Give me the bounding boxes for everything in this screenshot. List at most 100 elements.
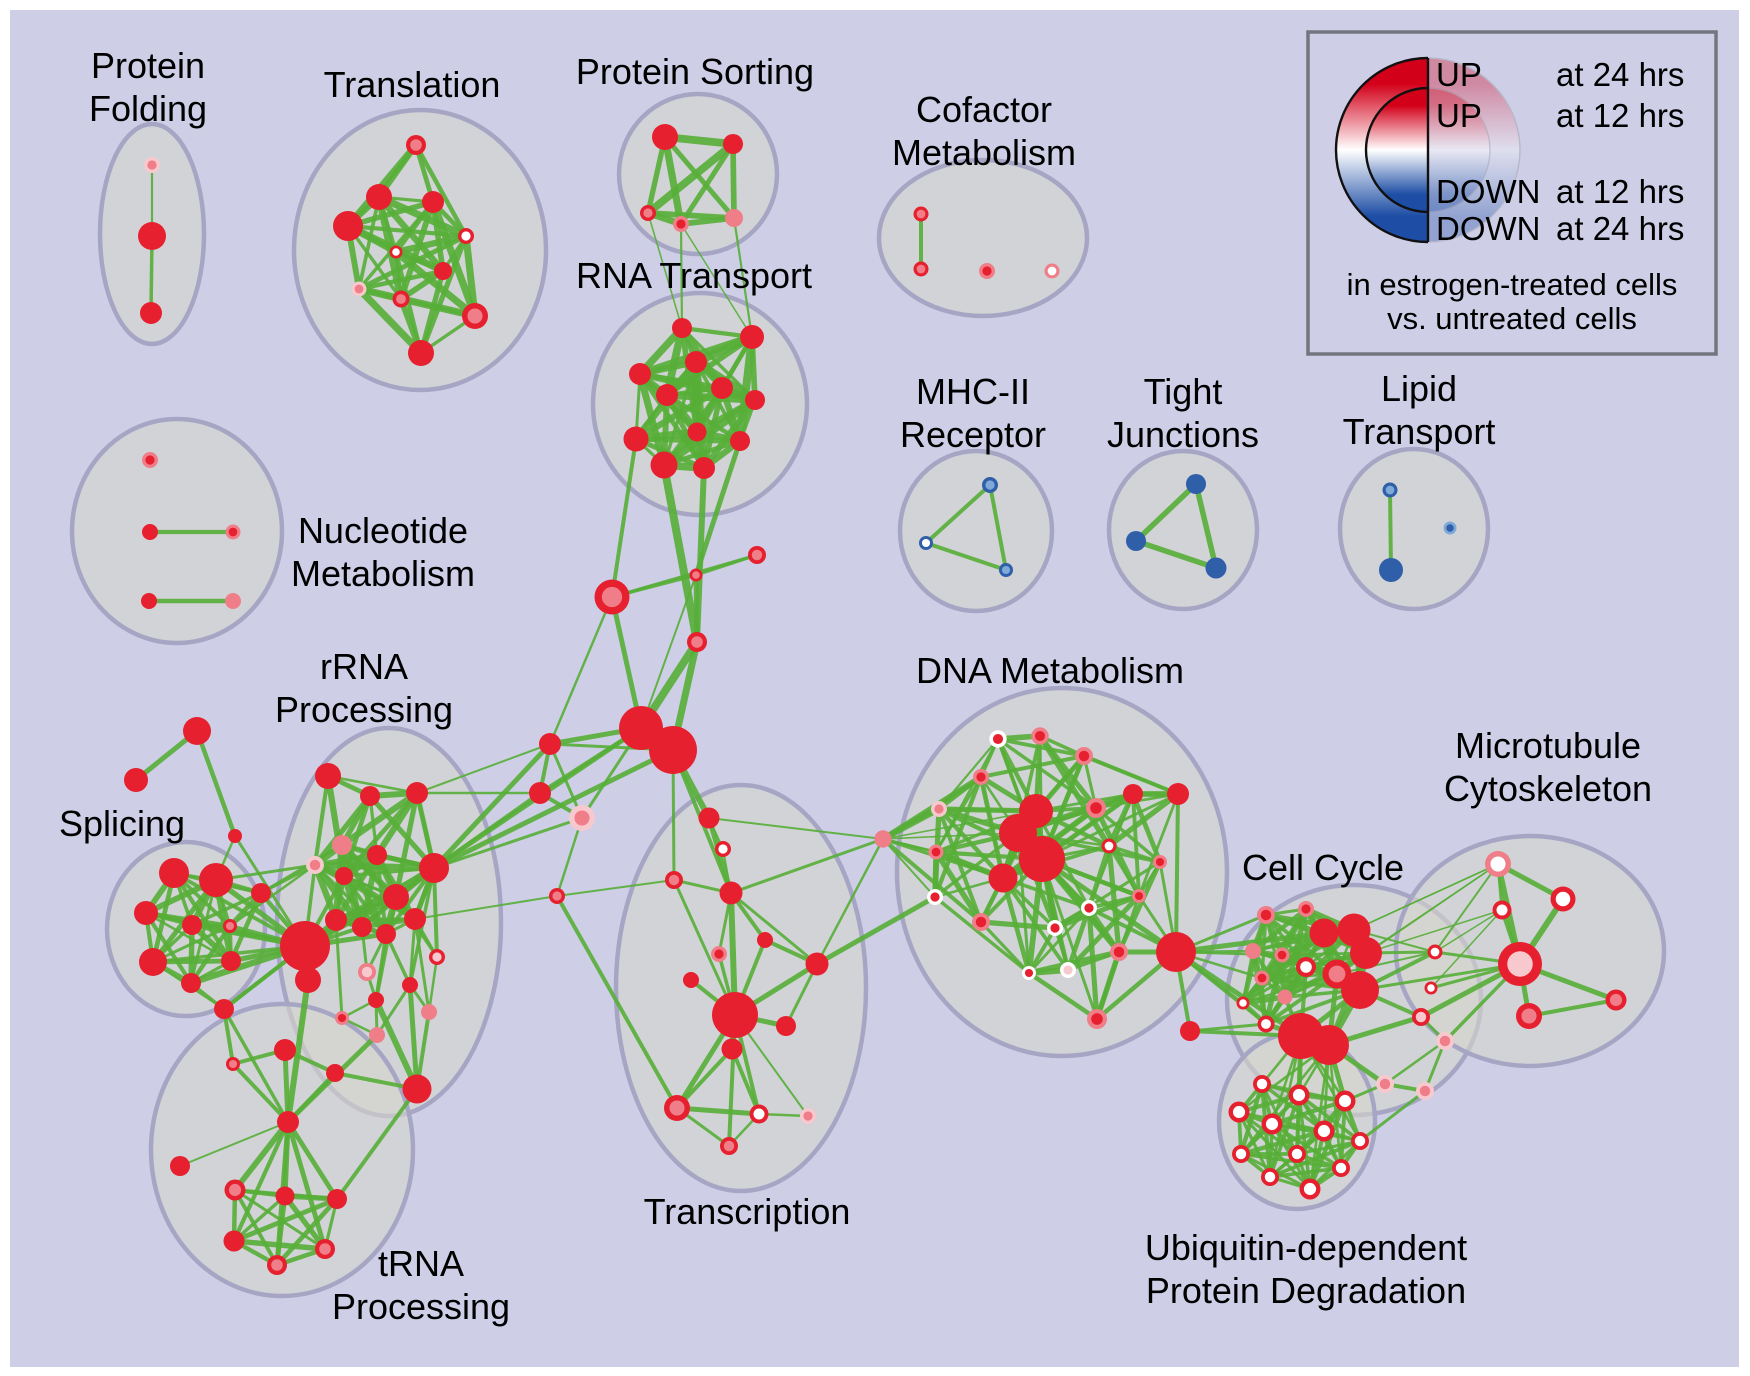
node [720,1137,738,1155]
cluster-label-transcription: Transcription [644,1191,851,1232]
edge [882,832,1019,840]
node [629,363,651,385]
node-core [1555,891,1571,907]
edge [355,285,425,357]
node-core [1256,1078,1268,1090]
node [389,245,403,259]
node-ring [421,1004,437,1020]
edge [1188,1022,1268,1033]
edge [708,817,884,840]
edge [736,333,756,445]
node-ring [369,1027,385,1043]
edge [274,1196,340,1268]
legend-time-0: at 24 hrs [1556,56,1684,93]
node-core [1521,1008,1537,1024]
edge [312,793,373,868]
edge [1336,951,1436,975]
node [1299,1178,1321,1200]
edge [610,437,638,599]
node-core [432,952,442,962]
node-ring [181,973,201,993]
node-ring [805,952,829,976]
node-core [1264,1171,1276,1183]
node-core [714,949,724,959]
node [539,733,561,755]
legend-note: vs. untreated cells [1387,301,1637,336]
node-core [271,1259,283,1271]
node [1550,886,1576,912]
edge [1327,1043,1343,1170]
edge [416,743,551,794]
edge [231,1062,290,1124]
cluster-label-translation: Translation [324,64,501,105]
edge [680,223,753,338]
edge [418,268,446,356]
node-ring [182,915,202,935]
node [1153,855,1167,869]
node-core [931,847,941,857]
cluster-label-ubiquitin-degradation: Protein Degradation [1146,1270,1466,1311]
node-ring [406,782,428,804]
node [1427,944,1443,960]
node-core [975,916,987,928]
edge [431,741,553,871]
node-core [228,527,238,537]
cluster-label-rrna-processing: rRNA [320,646,408,687]
edge [1066,950,1121,972]
node-core [691,636,703,648]
cluster-label-rna-transport: RNA Transport [576,255,812,296]
edge [334,918,344,1020]
edge [232,1194,287,1243]
node-core [1419,1085,1431,1097]
edge [1193,481,1219,571]
node [335,867,353,885]
node [685,351,707,373]
node-ring [683,972,699,988]
edge [407,982,420,1092]
edge [333,852,380,923]
node [1436,1032,1454,1050]
node [719,881,743,905]
node [665,871,683,889]
node [1245,943,1261,959]
node [805,952,829,976]
node-ring [360,786,380,806]
node-ring [367,845,387,865]
node [325,909,347,931]
node [800,1108,816,1124]
node-core [1277,950,1287,960]
node [1443,521,1457,535]
edge [413,142,469,239]
node [549,888,565,904]
edge [342,866,436,878]
node [874,830,892,848]
node-ring [402,977,418,993]
node [1416,1082,1434,1100]
node-core [1291,1148,1303,1160]
node [989,730,1007,748]
node [649,726,697,774]
legend-box [1306,30,1718,356]
node-ring [529,782,551,804]
node [569,805,595,831]
node [327,1189,347,1209]
edge [1040,792,1180,861]
node-ring [1126,531,1146,551]
node-core [1050,923,1060,933]
node-core [1496,904,1508,916]
node-ring [1277,989,1293,1005]
edge [285,1119,340,1202]
node-ring [672,318,692,338]
edge [1268,1093,1301,1179]
edge [555,894,679,1110]
node [274,1039,296,1061]
node-ring [183,717,211,745]
node [1274,947,1290,963]
node [1031,727,1049,745]
node-ring [1180,1021,1200,1041]
edge [1307,1098,1348,1192]
node-ring [315,763,341,789]
node-core [1063,965,1073,975]
node-ring [656,384,678,406]
